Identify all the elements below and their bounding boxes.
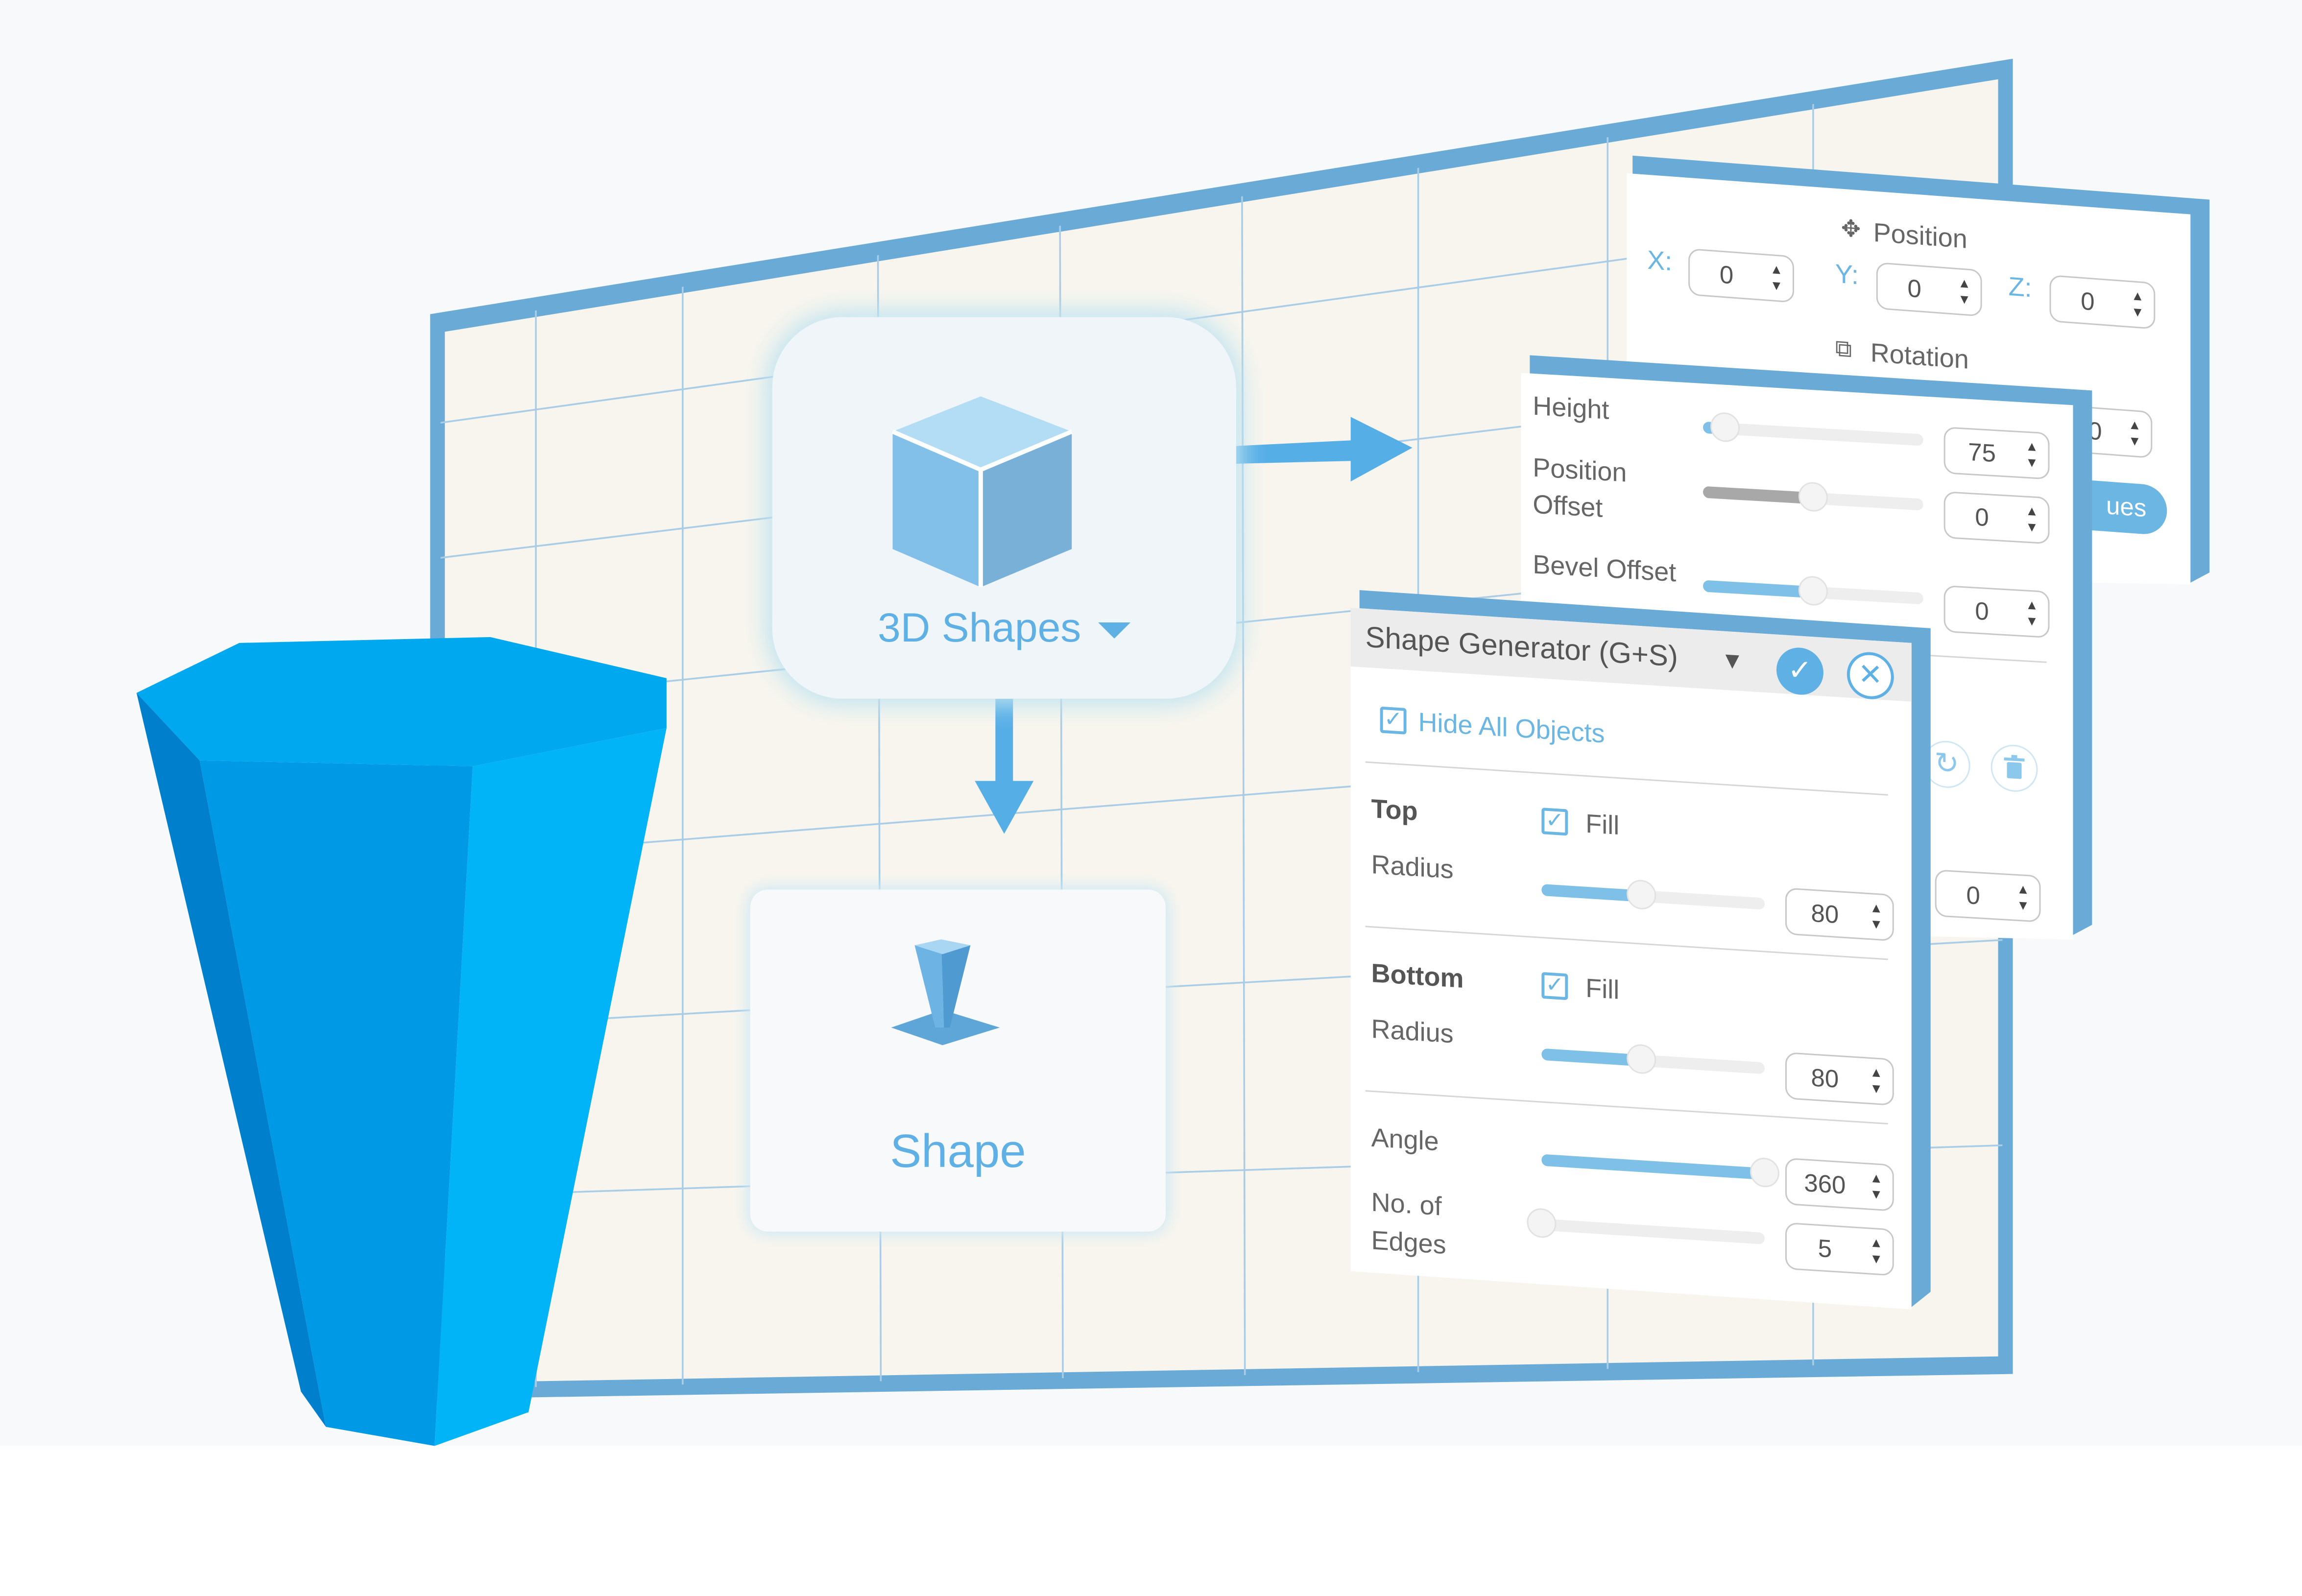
arrow-down-icon <box>975 698 1034 834</box>
shape-primitive-icon <box>891 939 1000 1046</box>
dimension-panel: Height 75 ▲ ▼ Position Offset 0 ▲ ▼ Beve… <box>1521 373 2073 968</box>
caret-down-icon <box>1098 622 1131 639</box>
shape-card[interactable]: Shape <box>750 889 1166 1232</box>
shapes-dropdown-label: 3D Shapes <box>877 604 1081 650</box>
shape-card-label: Shape <box>890 1124 1026 1177</box>
trash-icon <box>2004 755 2025 779</box>
shapes-dropdown-card[interactable]: 3D Shapes <box>772 317 1236 699</box>
cube-icon <box>891 396 1073 587</box>
delete-button[interactable] <box>1990 743 2038 793</box>
arrow-right-icon <box>1230 417 1413 482</box>
